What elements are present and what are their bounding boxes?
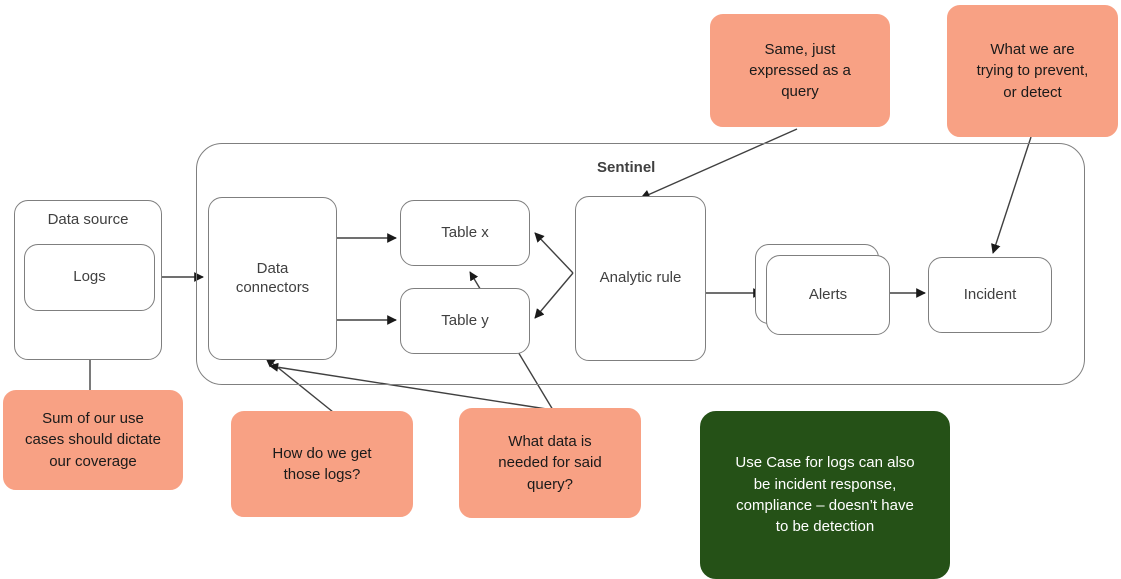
- sentinel-container: [196, 143, 1085, 385]
- table-y-node[interactable]: Table y: [400, 288, 530, 354]
- callout-how-get-logs[interactable]: How do we get those logs?: [231, 411, 413, 517]
- alerts-node[interactable]: Alerts: [766, 255, 890, 335]
- logs-node[interactable]: Logs: [24, 244, 155, 311]
- incident-node[interactable]: Incident: [928, 257, 1052, 333]
- data-connectors-node[interactable]: Data connectors: [208, 197, 337, 360]
- table-x-node[interactable]: Table x: [400, 200, 530, 266]
- callout-what-data-needed[interactable]: What data is needed for said query?: [459, 408, 641, 518]
- analytic-rule-node[interactable]: Analytic rule: [575, 196, 706, 361]
- callout-prevent-detect[interactable]: What we are trying to prevent, or detect: [947, 5, 1118, 137]
- callout-use-case-note[interactable]: Use Case for logs can also be incident r…: [700, 411, 950, 579]
- callout-same-query[interactable]: Same, just expressed as a query: [710, 14, 890, 127]
- data-source-label: Data source: [47, 211, 129, 228]
- sentinel-title: Sentinel: [597, 159, 656, 176]
- callout-use-cases-coverage[interactable]: Sum of our use cases should dictate our …: [3, 390, 183, 490]
